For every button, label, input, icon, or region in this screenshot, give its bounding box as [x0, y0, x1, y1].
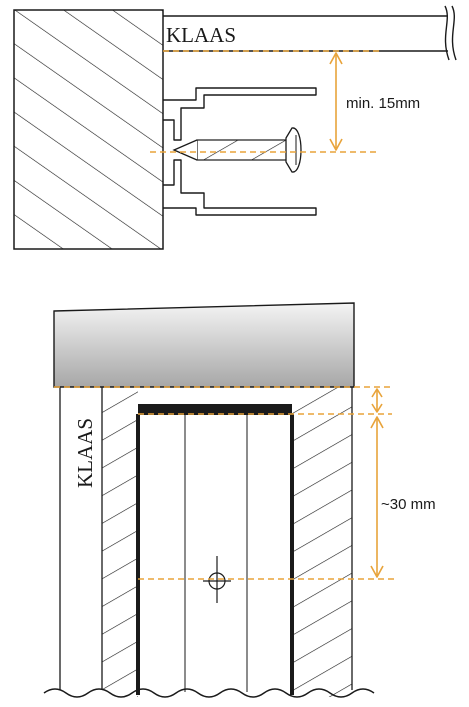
- headrail: [138, 404, 292, 415]
- window-sill: [53, 302, 355, 388]
- bottom-figure: KLAAS ~30 m: [43, 302, 436, 698]
- left-jamb-hatch: [102, 387, 138, 697]
- glass-label-vertical: KLAAS: [73, 418, 97, 488]
- screw-icon: [172, 127, 302, 173]
- wall-block: [13, 9, 164, 250]
- crosshair-icon: [203, 556, 231, 603]
- glass-label: KLAAS: [166, 23, 236, 47]
- depth-dimension: [54, 386, 394, 580]
- depth-label: ~30 mm: [381, 496, 436, 513]
- mounting-clip: [163, 87, 317, 216]
- right-jamb-hatch: [292, 387, 352, 697]
- break-line: [43, 688, 375, 698]
- blind-frame: [136, 404, 294, 695]
- clearance-dimension: [150, 50, 380, 153]
- clearance-label: min. 15mm: [346, 95, 420, 112]
- top-figure: KLAAS min. 15mm: [13, 5, 457, 250]
